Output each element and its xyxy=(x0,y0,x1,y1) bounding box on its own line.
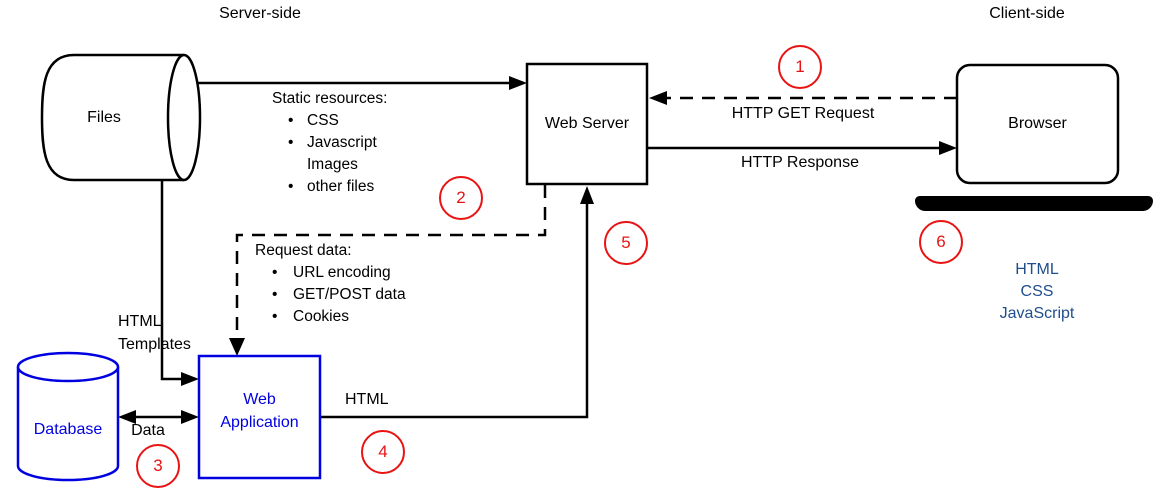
arrow-browser-to-webserver-dashed xyxy=(649,91,957,105)
static-resources-item-text: Images xyxy=(307,156,358,173)
static-resources-item-text: other files xyxy=(307,178,375,195)
arrow-webserver-to-browser xyxy=(648,141,957,155)
database-label: Database xyxy=(33,421,103,438)
request-data-note: Request data: • URL encoding • GET/POST … xyxy=(255,240,406,328)
static-resources-item: • Javascript xyxy=(272,132,387,154)
server-side-title: Server-side xyxy=(219,5,301,22)
bullet-icon: • xyxy=(272,264,278,281)
request-data-item-text: Cookies xyxy=(293,308,349,325)
http-response-label: HTTP Response xyxy=(741,154,859,171)
request-data-item-text: GET/POST data xyxy=(293,286,406,303)
static-resources-note: Static resources: • CSS • Javascript Ima… xyxy=(272,88,387,198)
web-application-label: Web Application xyxy=(199,350,320,472)
client-stack-html: HTML xyxy=(1015,261,1059,278)
client-stack-javascript: JavaScript xyxy=(999,305,1075,322)
bullet-icon: • xyxy=(288,134,294,151)
html-templates-label-line2: Templates xyxy=(118,335,191,353)
html-templates-label: HTML Templates xyxy=(118,311,191,356)
step-circle-5: 5 xyxy=(604,221,648,265)
arrow-files-to-webapp xyxy=(160,180,199,386)
client-stack-label: HTML CSS JavaScript xyxy=(957,259,1117,325)
browser-box xyxy=(955,63,1120,185)
files-label: Files xyxy=(87,109,121,126)
database-cylinder-shape xyxy=(16,351,120,482)
html-templates-label-line1: HTML xyxy=(118,313,162,330)
arrow-database-webapp-bidirectional xyxy=(118,410,199,424)
browser-label: Browser xyxy=(1008,115,1067,132)
static-resources-item-text: Javascript xyxy=(307,134,377,151)
request-data-item: • URL encoding xyxy=(255,262,406,284)
web-server-label: Web Server xyxy=(544,115,630,132)
html-label: HTML xyxy=(345,391,389,408)
static-resources-item: • other files xyxy=(272,176,387,198)
step-circle-3: 3 xyxy=(136,444,180,488)
arrow-webserver-to-webapp-dashed xyxy=(229,185,547,356)
request-data-item: • Cookies xyxy=(255,306,406,328)
bullet-icon: • xyxy=(272,308,278,325)
static-resources-item-text: CSS xyxy=(307,112,339,129)
bullet-icon: • xyxy=(288,112,294,129)
http-get-request-label: HTTP GET Request xyxy=(731,105,875,122)
laptop-base-shape xyxy=(915,196,1153,211)
static-resources-title: Static resources: xyxy=(272,90,388,107)
client-stack-css: CSS xyxy=(1020,283,1054,300)
web-server-box xyxy=(525,62,649,186)
data-label: Data xyxy=(131,422,165,439)
static-resources-item: Images xyxy=(272,154,387,176)
bullet-icon: • xyxy=(272,286,278,303)
request-data-item: • GET/POST data xyxy=(255,284,406,306)
web-application-label-line2: Application xyxy=(220,414,299,431)
web-application-box xyxy=(197,354,322,480)
step-circle-2: 2 xyxy=(439,176,483,220)
request-data-item-text: URL encoding xyxy=(293,264,391,281)
arrow-webapp-to-webserver xyxy=(320,186,594,419)
client-side-title: Client-side xyxy=(989,5,1065,22)
step-circle-6: 6 xyxy=(919,220,963,264)
files-cylinder-shape xyxy=(40,53,202,182)
arrow-files-to-webserver xyxy=(197,76,527,90)
static-resources-item: • CSS xyxy=(272,110,387,132)
web-application-label-line1: Web xyxy=(243,391,276,408)
step-circle-1: 1 xyxy=(778,45,822,89)
bullet-icon: • xyxy=(288,178,294,195)
step-circle-4: 4 xyxy=(361,430,405,474)
request-data-title: Request data: xyxy=(255,242,352,259)
